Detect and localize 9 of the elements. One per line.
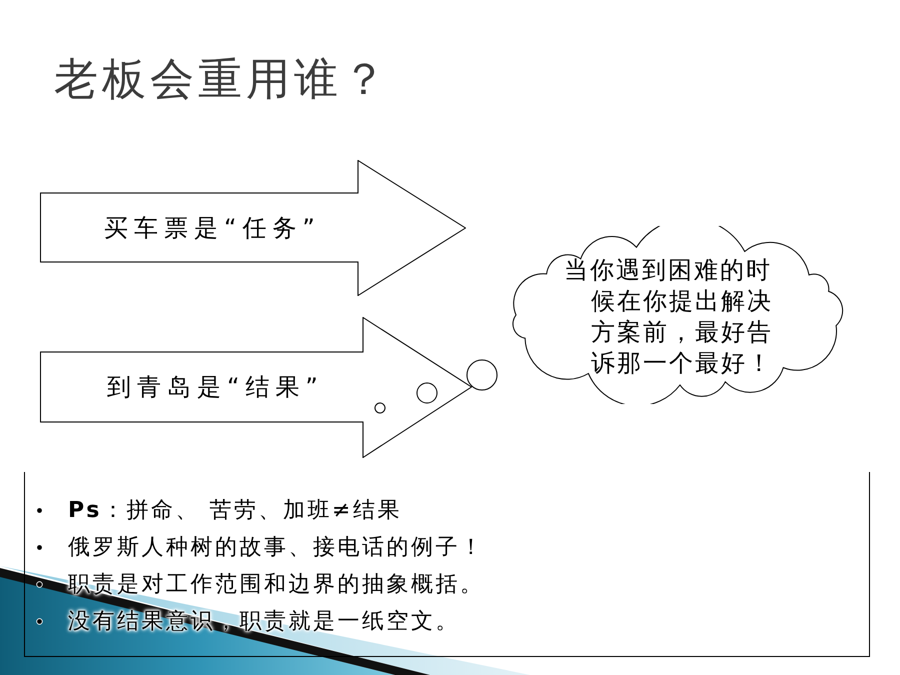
bullet-text: Ps：拼命、 苦劳、加班≠结果 [68, 497, 402, 525]
arrow-text: 买车票是“任务” [104, 212, 321, 244]
arrow-shaped-box [40, 160, 466, 296]
title: 老板会重用谁？ [54, 53, 390, 107]
text-box [24, 472, 870, 657]
arrow-shaped-box [40, 317, 472, 458]
arrow-text: 到青岛是“结果” [107, 372, 324, 403]
bullet-text: 俄罗斯人种树的故事、接电话的例子！ [68, 534, 484, 562]
cloud-text: 当你遇到困难的时候在你提出解决方案前，最好告诉那一个最好！ [564, 255, 774, 379]
